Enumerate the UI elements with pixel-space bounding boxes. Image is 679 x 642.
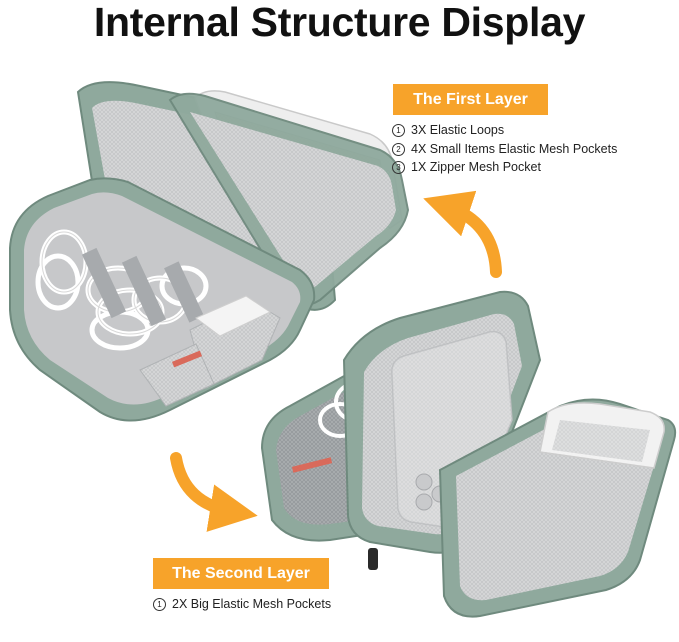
list-item: 2 4X Small Items Elastic Mesh Pockets — [392, 140, 617, 159]
arrow-to-first-layer-icon — [423, 190, 502, 278]
list-item-text: 2X Big Elastic Mesh Pockets — [172, 597, 332, 611]
first-layer-label: The First Layer — [393, 84, 548, 115]
list-item-text: 3X Elastic Loops — [411, 123, 505, 137]
list-item: 1 2X Big Elastic Mesh Pockets — [153, 595, 331, 614]
number-badge: 1 — [392, 124, 405, 137]
first-layer-organizer-image — [9, 81, 410, 422]
page-title: Internal Structure Display — [93, 0, 586, 45]
list-item: 3 1X Zipper Mesh Pocket — [392, 158, 617, 177]
list-item-text: 4X Small Items Elastic Mesh Pockets — [411, 141, 618, 156]
second-layer-label: The Second Layer — [153, 558, 329, 589]
list-item-text: 1X Zipper Mesh Pocket — [411, 160, 541, 174]
number-badge: 2 — [392, 142, 405, 156]
number-badge: 1 — [153, 598, 166, 611]
first-layer-feature-list: 1 3X Elastic Loops 2 4X Small Items Elasti… — [392, 121, 617, 177]
list-item: 1 3X Elastic Loops — [392, 121, 617, 140]
second-layer-organizer-image — [260, 290, 677, 618]
number-badge: 3 — [392, 161, 405, 174]
arrow-to-second-layer-icon — [170, 452, 258, 532]
second-layer-feature-list: 1 2X Big Elastic Mesh Pockets — [153, 595, 331, 614]
